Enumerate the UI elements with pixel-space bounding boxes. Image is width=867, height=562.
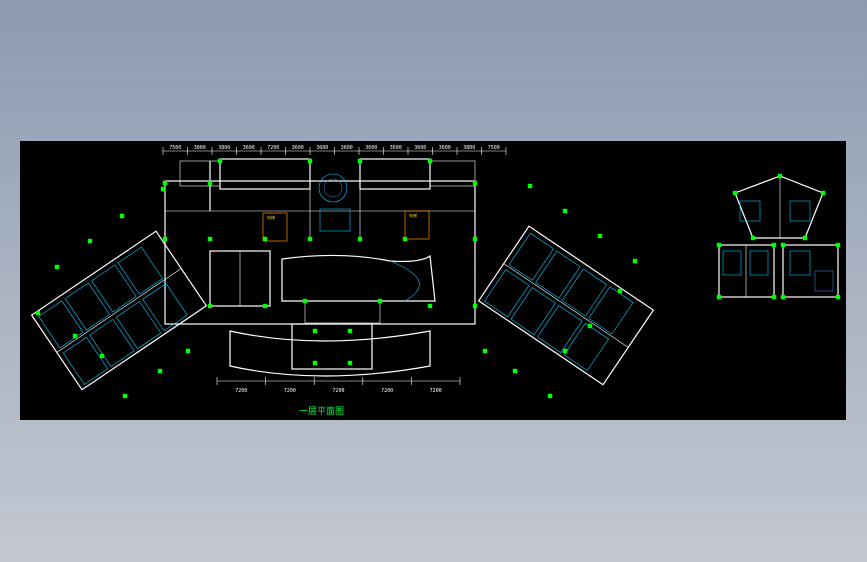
floor-plan-drawing: 7500 3800 3800 3600 7200 3600 3600 3600 3600 3600… [30, 145, 841, 417]
column-marker [302, 298, 308, 304]
top-dimension-label: 3600 [365, 145, 377, 151]
column-marker [512, 368, 518, 374]
structural-columns [35, 158, 841, 399]
column-marker [157, 368, 163, 374]
column-marker [207, 236, 213, 242]
column-marker [54, 264, 60, 270]
column-marker [777, 173, 783, 179]
left-guest-wing [30, 230, 208, 391]
column-marker [732, 190, 738, 196]
top-dimension-label: 3600 [316, 145, 328, 151]
top-dimension-label: 3600 [414, 145, 426, 151]
top-dimension-label: 3600 [341, 145, 353, 151]
top-dimension-label: 7500 [488, 145, 500, 151]
bottom-dimension-label: 7200 [284, 388, 296, 394]
column-marker [617, 288, 623, 294]
column-marker [597, 233, 603, 239]
svg-text:电梯: 电梯 [409, 212, 417, 218]
column-marker [427, 158, 433, 164]
column-marker [357, 158, 363, 164]
column-marker [312, 360, 318, 366]
column-marker [99, 353, 105, 359]
column-marker [119, 213, 125, 219]
svg-text:电梯: 电梯 [267, 214, 275, 220]
top-dimension-label: 3600 [292, 145, 304, 151]
column-marker [72, 333, 78, 339]
column-marker [820, 190, 826, 196]
top-dimension-label: 3800 [218, 145, 230, 151]
column-marker [217, 158, 223, 164]
column-marker [402, 236, 408, 242]
column-marker [122, 393, 128, 399]
bottom-dimension-chain: 7200 7200 7200 7200 7200 [216, 377, 461, 394]
bottom-dimension-label: 7200 [430, 388, 442, 394]
column-marker [472, 303, 478, 309]
column-marker [562, 208, 568, 214]
column-marker [312, 328, 318, 334]
column-marker [482, 348, 488, 354]
column-marker [835, 294, 841, 300]
top-dimension-label: 3600 [390, 145, 402, 151]
column-marker [377, 298, 383, 304]
column-marker [87, 238, 93, 244]
column-marker [472, 180, 478, 186]
column-marker [802, 235, 808, 241]
bottom-dimension-label: 7200 [235, 388, 247, 394]
column-marker [307, 158, 313, 164]
column-marker [750, 235, 756, 241]
central-lobby-block: 电梯 电梯 [164, 158, 476, 377]
column-marker [587, 323, 593, 329]
column-marker [632, 258, 638, 264]
column-marker [35, 310, 41, 316]
cad-model-space[interactable]: 7500 3800 3800 3600 7200 3600 3600 3600 3600 3600… [20, 141, 846, 420]
drawing-title: 一层平面图 [299, 406, 344, 417]
column-marker [307, 236, 313, 242]
column-marker [716, 294, 722, 300]
bottom-dimension-label: 7200 [332, 388, 344, 394]
column-marker [160, 186, 166, 192]
column-marker [357, 236, 363, 242]
column-marker [780, 242, 786, 248]
column-marker [835, 242, 841, 248]
top-dimension-label: 3800 [194, 145, 206, 151]
column-marker [562, 348, 568, 354]
column-marker [547, 393, 553, 399]
column-marker [716, 242, 722, 248]
column-marker [347, 360, 353, 366]
column-marker [347, 328, 353, 334]
top-dimension-label: 7200 [267, 145, 279, 151]
room-detail-views [718, 175, 839, 298]
column-marker [207, 303, 213, 309]
column-marker [262, 236, 268, 242]
top-dimension-label: 7500 [169, 145, 181, 151]
top-dimension-label: 3800 [463, 145, 475, 151]
column-marker [427, 303, 433, 309]
top-dimension-label: 3600 [439, 145, 451, 151]
column-marker [262, 303, 268, 309]
right-guest-wing [477, 225, 655, 386]
column-marker [162, 236, 168, 242]
column-marker [162, 180, 168, 186]
column-marker [771, 242, 777, 248]
column-marker [185, 348, 191, 354]
column-marker [527, 183, 533, 189]
column-marker [780, 294, 786, 300]
column-marker [207, 180, 213, 186]
top-dimension-chain: 7500 3800 3800 3600 7200 3600 3600 3600 3600 3600… [162, 145, 507, 155]
top-dimension-label: 3600 [243, 145, 255, 151]
column-marker [472, 236, 478, 242]
column-marker [771, 294, 777, 300]
bottom-dimension-label: 7200 [381, 388, 393, 394]
